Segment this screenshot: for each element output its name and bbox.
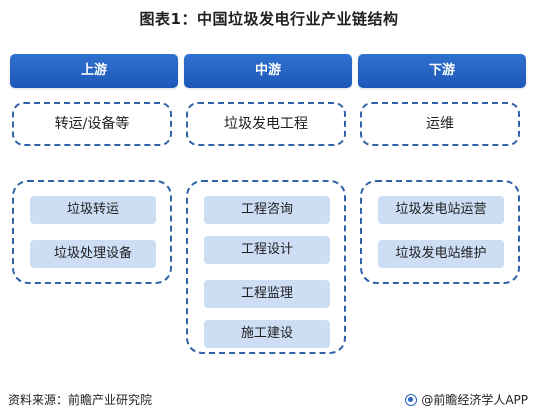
group-midstream: 工程咨询 工程设计 工程监理 施工建设 <box>186 180 346 354</box>
item-upstream: 垃圾转运 <box>30 196 156 224</box>
column-upstream: 上游 转运/设备等 垃圾转运 垃圾处理设备 <box>10 54 178 284</box>
column-midstream: 中游 垃圾发电工程 工程咨询 工程设计 工程监理 施工建设 <box>184 54 352 354</box>
summary-midstream: 垃圾发电工程 <box>186 102 346 146</box>
brand-credit: @前瞻经济学人APP <box>405 391 528 408</box>
summary-downstream: 运维 <box>360 102 520 146</box>
column-downstream: 下游 运维 垃圾发电站运营 垃圾发电站维护 <box>358 54 526 284</box>
item-upstream: 垃圾处理设备 <box>30 240 156 268</box>
item-downstream: 垃圾发电站运营 <box>378 196 504 224</box>
item-midstream: 工程设计 <box>204 236 330 264</box>
group-downstream: 垃圾发电站运营 垃圾发电站维护 <box>360 180 520 284</box>
brand-logo-icon <box>405 393 418 406</box>
source-note: 资料来源：前瞻产业研究院 <box>8 393 153 407</box>
header-downstream: 下游 <box>358 54 526 88</box>
brand-credit-text: @前瞻经济学人APP <box>421 393 528 407</box>
header-midstream: 中游 <box>184 54 352 88</box>
chart-title: 图表1：中国垃圾发电行业产业链结构 <box>139 10 399 28</box>
group-upstream: 垃圾转运 垃圾处理设备 <box>12 180 172 284</box>
item-midstream: 施工建设 <box>204 320 330 348</box>
header-upstream: 上游 <box>10 54 178 88</box>
summary-upstream: 转运/设备等 <box>12 102 172 146</box>
item-midstream: 工程咨询 <box>204 196 330 224</box>
item-downstream: 垃圾发电站维护 <box>378 240 504 268</box>
item-midstream: 工程监理 <box>204 280 330 308</box>
